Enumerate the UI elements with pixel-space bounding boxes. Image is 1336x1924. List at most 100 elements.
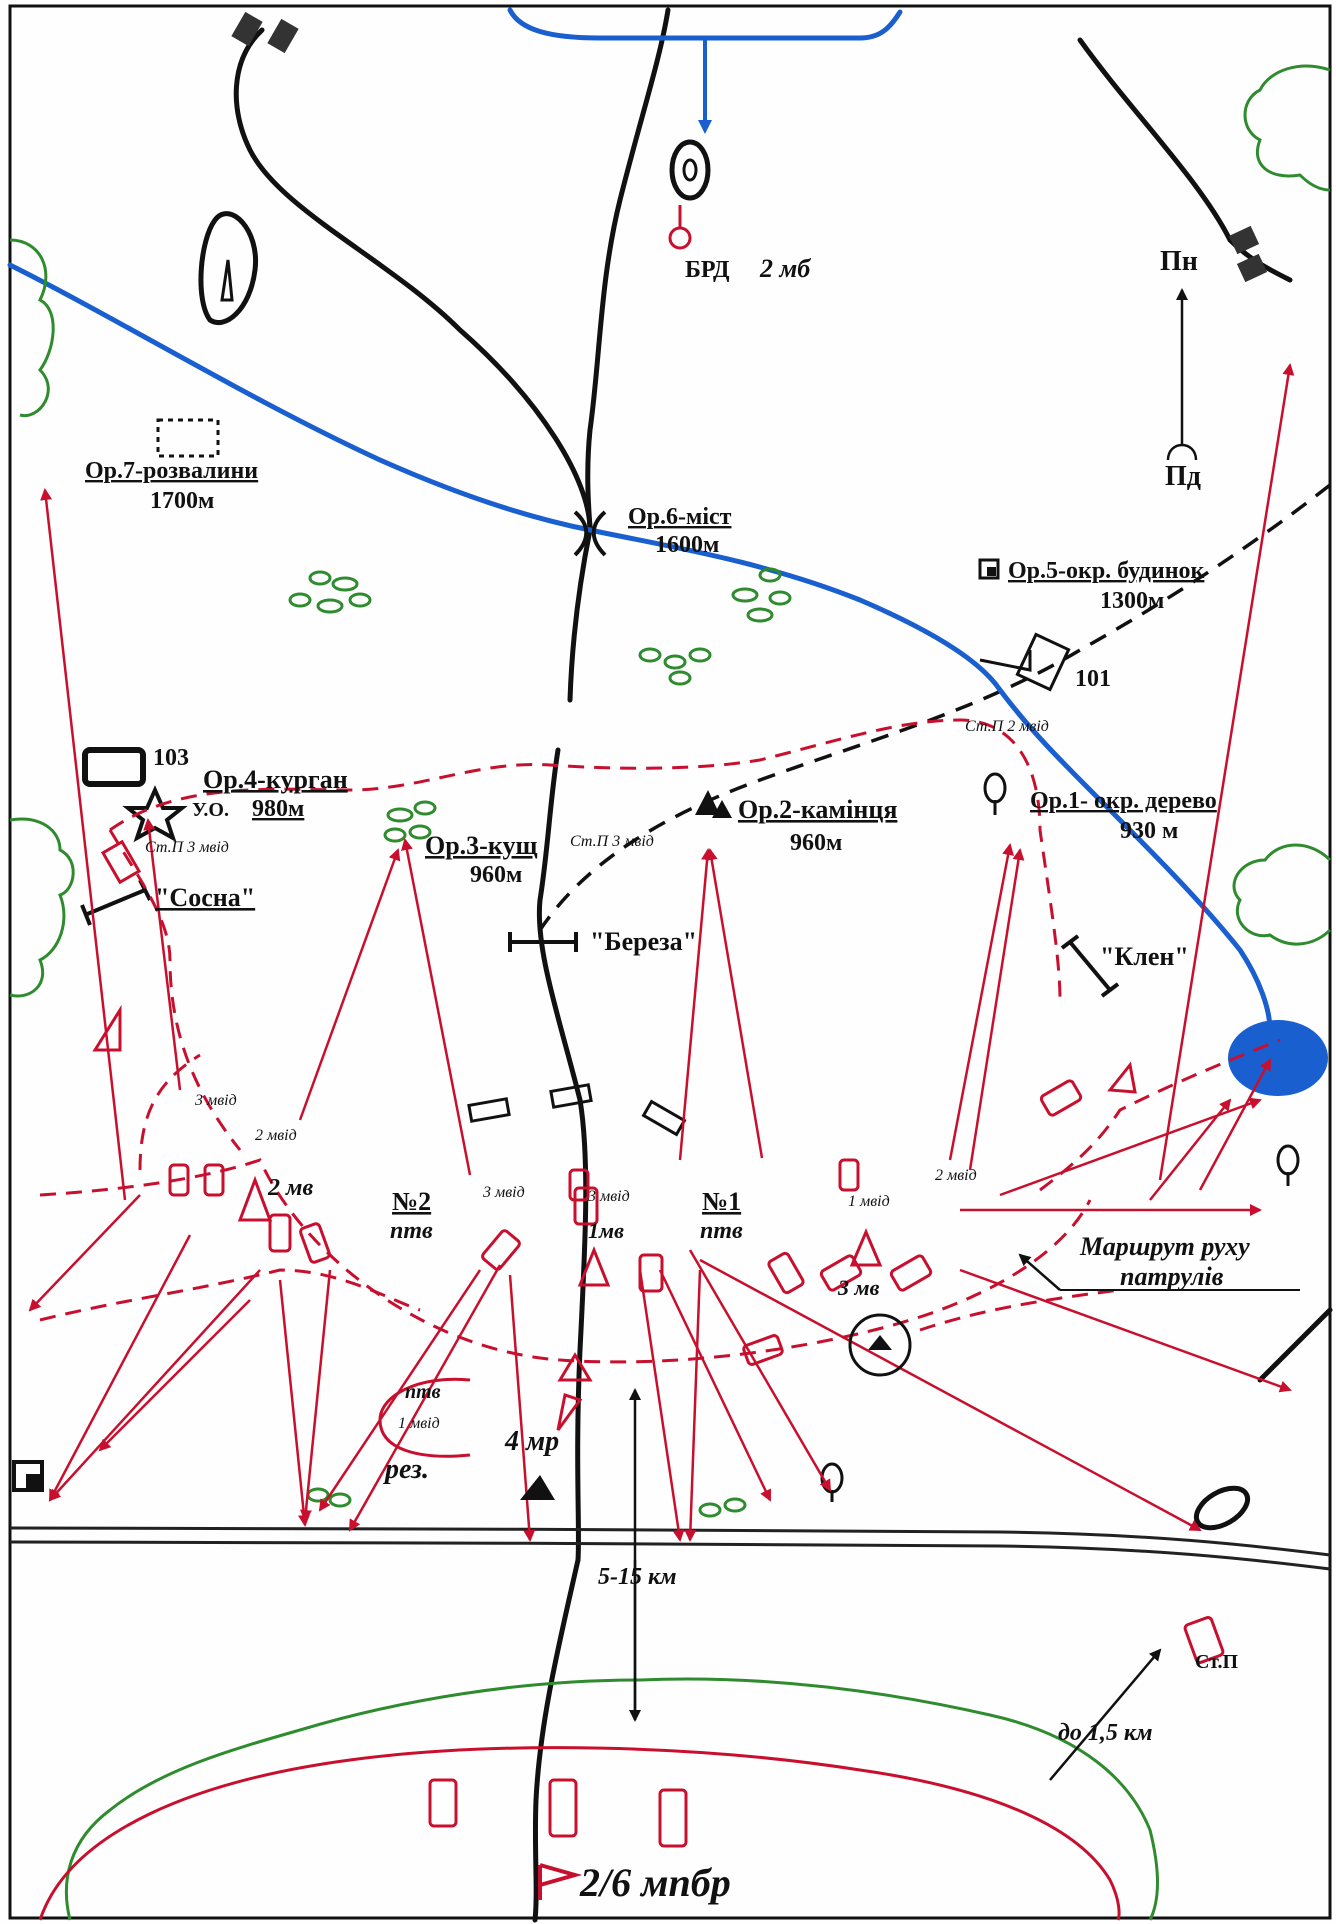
object-101 (979, 632, 1071, 692)
bush-cluster-4 (383, 800, 437, 843)
label-ptv1: птв (700, 1218, 743, 1244)
label-op1-name: Ор.1- окр. дерево (1030, 788, 1217, 814)
label-brd: БРД (685, 257, 730, 283)
hill-south-east (1193, 1485, 1251, 1531)
label-rez: рез. (383, 1454, 429, 1485)
black-vehicles (467, 1083, 687, 1137)
reserve-area (38, 1377, 1121, 1921)
label-ptv-res: птв (405, 1381, 441, 1403)
label-klen: "Клен" (1100, 942, 1189, 971)
label-1mvid-res: 1 мвід (398, 1415, 440, 1432)
map-frame (8, 4, 1332, 1920)
label-op3-name: Ор.3-кущ (425, 831, 537, 860)
forest (9, 64, 1332, 1921)
lake (1228, 1020, 1328, 1096)
label-ptv2: птв (390, 1218, 433, 1244)
label-dist-5-15: 5-15 км (598, 1564, 677, 1590)
label-103: 103 (153, 745, 189, 771)
label-brd-unit: 2 мб (759, 254, 811, 283)
bridge-symbols-top (231, 11, 1268, 283)
label-stp-bottom: Ст.П (1195, 1651, 1239, 1673)
label-op7-distance: 1700м (150, 488, 214, 514)
label-2mv: 2 мв (267, 1175, 313, 1201)
label-op7-name: Ор.7-розвалини (85, 458, 258, 484)
label-1mvid-a: 1 мвід (848, 1193, 890, 1210)
road-main-south-2 (536, 747, 589, 1563)
label-op5-distance: 1300м (1100, 588, 1164, 614)
label-bereza: "Береза" (590, 927, 697, 956)
forest-south (64, 1677, 1159, 1921)
label-south: Пд (1165, 461, 1201, 492)
label-1mv: 1мв (588, 1218, 624, 1243)
house-op5 (978, 558, 1000, 580)
label-op5-name: Ор.5-окр. будинок (1008, 558, 1205, 584)
brd-symbol (668, 205, 692, 250)
stones-op2 (695, 790, 732, 818)
forest-east (1232, 843, 1332, 946)
label-101: 101 (1075, 666, 1111, 692)
roads (233, 7, 1333, 1923)
label-n2: №2 (392, 1187, 431, 1216)
label-north: Пн (1160, 246, 1198, 277)
lateral-road (9, 1526, 1331, 1571)
label-2mvid: 2 мвід (255, 1127, 297, 1144)
river-north-bracket (507, 7, 903, 41)
label-patrol-route-1: Маршрут руху (1079, 1232, 1250, 1261)
label-uo: У.О. (192, 799, 229, 821)
ruins-op7 (156, 418, 220, 458)
label-op4-name: Ор.4-курган (203, 765, 348, 794)
bush-cluster-5 (698, 1497, 747, 1518)
brigade-area (38, 1746, 1121, 1921)
dist-arrow-1-5 (1049, 1648, 1162, 1781)
road-south-to-brigade (532, 1557, 581, 1923)
black-dashed-track (538, 483, 1332, 931)
road-main-south (567, 527, 593, 703)
river (7, 7, 1328, 1096)
forest-west (9, 817, 75, 998)
object-103 (82, 747, 146, 787)
label-stp-3mvid-left: Ст.П 3 мвід (145, 839, 229, 856)
hills (198, 139, 1251, 1531)
label-op3-distance: 960м (470, 862, 522, 888)
bush-cluster-2 (731, 567, 792, 623)
hill-north-west (198, 211, 259, 325)
tree-east (1276, 1144, 1300, 1186)
bush-cluster-3 (638, 647, 712, 686)
fire-sector-arrows (28, 363, 1295, 1542)
label-n1: №1 (702, 1187, 741, 1216)
bush-cluster-1 (288, 570, 372, 614)
label-3mv: 3 мв (837, 1275, 880, 1300)
label-stp-3mvid-mid: Ст.П 3 мвід (570, 833, 654, 850)
observation-post-circle (848, 1313, 912, 1377)
road-east-stub (1257, 1307, 1333, 1383)
label-brigade: 2/6 мпбр (579, 1860, 731, 1905)
label-sosna: "Сосна" (155, 883, 255, 912)
label-op4-distance: 980м (252, 796, 304, 822)
tree-op1 (983, 772, 1007, 815)
forest-northeast (1243, 64, 1331, 192)
label-3mvid-a: 3 мвід (194, 1092, 237, 1109)
label-op6-distance: 1600м (655, 532, 719, 558)
label-op1-distance: 930 м (1120, 818, 1178, 844)
reference-point-klen (1060, 934, 1120, 998)
road-north (585, 7, 671, 533)
label-2mvid-b: 2 мвід (935, 1167, 977, 1184)
north-arrow (1166, 288, 1198, 461)
forest-northwest (9, 238, 55, 417)
defense-perimeter (39, 718, 1281, 1364)
label-patrol-route-2: патрулів (1120, 1262, 1224, 1291)
label-op2-name: Ор.2-камінця (738, 795, 897, 824)
label-op2-distance: 960м (790, 830, 842, 856)
unit-symbols (92, 839, 1225, 1848)
patrol-route-pointer (1018, 1253, 1061, 1291)
bush-clusters (288, 567, 792, 1518)
label-stp-2mvid: Ст.П 2 мвід (965, 718, 1049, 735)
reference-point-bereza (508, 932, 578, 952)
label-op6-name: Ор.6-міст (628, 504, 732, 530)
label-dist-1-5: до 1,5 км (1058, 1720, 1153, 1746)
label-4mr: 4 мр (504, 1426, 559, 1457)
road-north-west (233, 27, 593, 533)
label-3mvid-c: 3 мвід (587, 1188, 630, 1205)
house-west (12, 1460, 44, 1492)
